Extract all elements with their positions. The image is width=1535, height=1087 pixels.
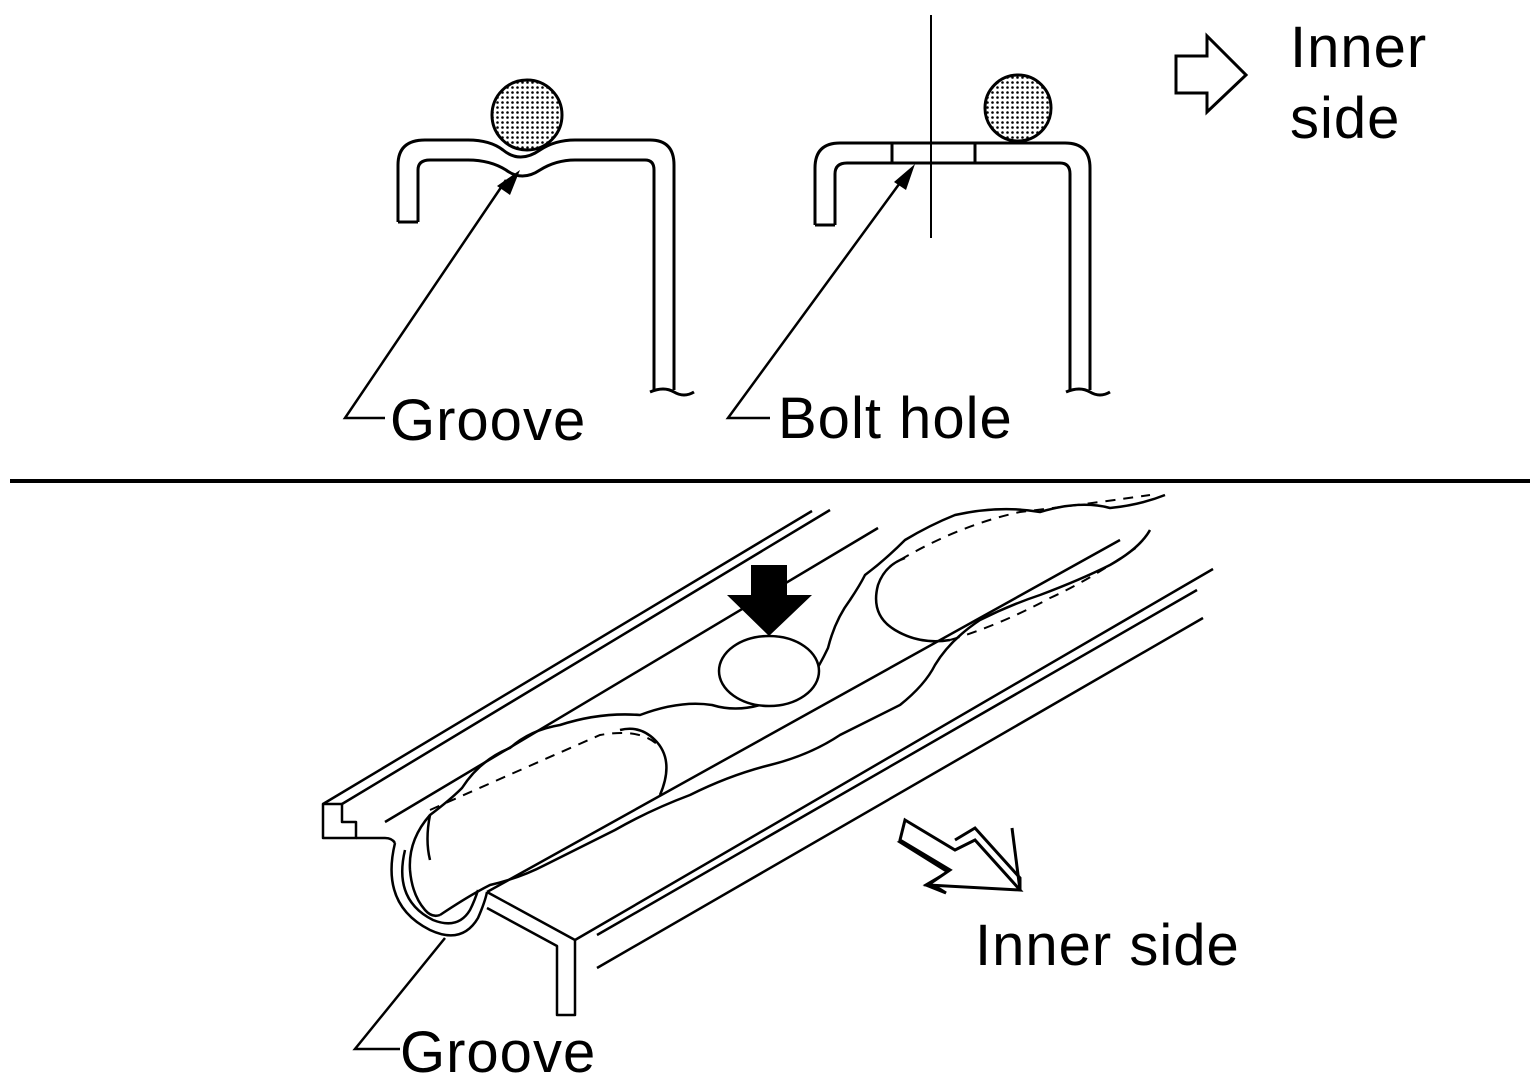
bolt-hole-label: Bolt hole	[778, 386, 1013, 451]
inner-side-label-line2: side	[1290, 86, 1400, 151]
hollow-arrow-right-icon	[1174, 32, 1249, 116]
bolt-hole-leader-line	[725, 175, 907, 420]
bolt-hole-ellipse	[717, 634, 821, 708]
inner-side-label-line1: Inner	[1290, 15, 1427, 80]
sealant-bead-hidden-lines	[429, 494, 1151, 811]
3d-arrow-right-down-icon	[896, 817, 1024, 895]
groove-label-top: Groove	[390, 388, 586, 453]
inner-side-label-bottom: Inner side	[975, 913, 1240, 978]
groove-label-bottom: Groove	[400, 1020, 596, 1085]
grooved-channel-section	[396, 138, 695, 397]
groove-leader-line	[342, 179, 508, 420]
bolt-hole-arrowhead-icon	[894, 164, 915, 190]
solid-arrow-down-icon	[727, 565, 812, 636]
groove-leader-line-bottom	[352, 937, 446, 1051]
groove-arrowhead-icon	[497, 170, 520, 195]
channel-perspective-view	[321, 508, 1214, 1017]
bolt-hole-channel-section	[813, 141, 1111, 397]
sealant-bead-dot	[983, 73, 1053, 143]
sealant-bead-dot	[490, 78, 564, 152]
